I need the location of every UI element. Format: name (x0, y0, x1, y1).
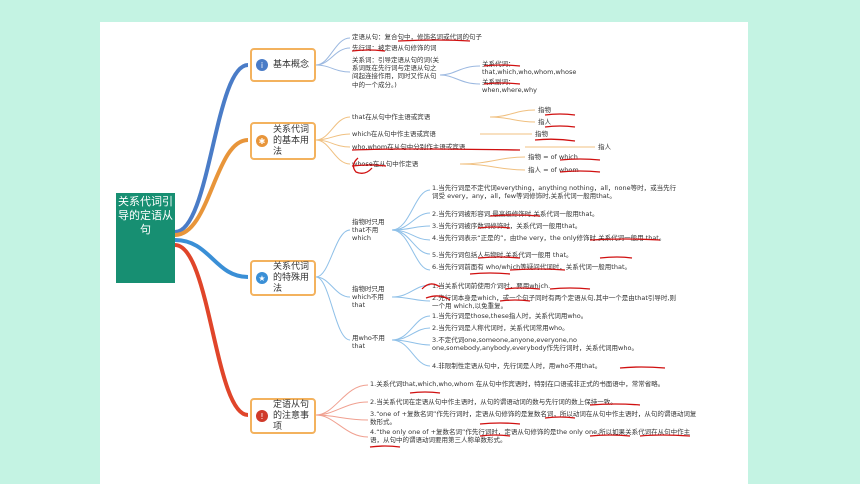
note-4: 4.“the only one of +复数名词”作先行词时，定语从句修饰的是t… (370, 428, 691, 445)
concept-rel-adv: 关系副词：when,where,why (482, 78, 537, 95)
basic-line-4a: 指物 = of which (528, 153, 578, 161)
branch-line-concept (174, 63, 249, 234)
special-g2-item-1: 1.当关系代词前使用介词时，要用which. (432, 282, 551, 290)
basic-line-1a: 指物 (538, 106, 551, 114)
root-label: 关系代词引导的定语从句 (118, 195, 173, 236)
special-g1-item-1: 1.当先行词是不定代词everything，anything nothing，a… (432, 184, 677, 201)
branch-basic: ✱ 关系代词的基本用法 (250, 122, 316, 160)
branch-special: ★ 关系代词的特殊用法 (250, 260, 316, 296)
note-3: 3.“one of +复数名词”作先行词时，定语从句修饰的是复数名词，所以动词在… (370, 410, 697, 427)
basic-line-2a: 指物 (535, 130, 548, 138)
branch-concept-label: 基本概念 (273, 59, 310, 70)
info-icon: i (256, 59, 268, 71)
basic-line-3a: 指人 (598, 143, 611, 151)
alert-icon: ! (256, 410, 268, 422)
basic-line-4b: 指人 = of whom (528, 166, 579, 174)
gear-icon: ✱ (256, 135, 268, 147)
special-g3-item-1: 1.当先行词是those,these指人时，关系代词用who。 (432, 312, 588, 320)
special-g1-item-2: 2.当先行词被形容词,最高级修饰时,关系代词一般用that。 (432, 210, 599, 218)
special-g2-item-2: 2.先行词本身是which，或一个句子同时有两个定语从句,其中一个是由that引… (432, 294, 676, 311)
basic-line-2: which在从句中作主语或宾语 (352, 130, 436, 138)
star-icon: ★ (256, 272, 268, 284)
special-g1-item-5: 5.当先行词包括人与物时,关系代词一般用 that。 (432, 251, 573, 259)
special-g1-item-4: 4.当先行词表示“正是的”，由the very，the only修饰时,关系代词… (432, 234, 666, 242)
basic-line-1: that在从句中作主语或宾语 (352, 113, 431, 121)
branch-line-notes (174, 243, 249, 417)
concept-line-3: 关系词：引导定语从句的词(关系词既在先行词与定语从句之间起连接作用，同时又作从句… (352, 56, 440, 89)
special-g3-item-2: 2.当先行词是人称代词时，关系代词常用who。 (432, 324, 569, 332)
special-g3-item-4: 4.非限制性定语从句中，先行词是人时，用who不用that。 (432, 362, 602, 370)
concept-line-2: 先行词：被定语从句修饰的词 (352, 44, 437, 52)
branch-line-basic (174, 138, 249, 237)
basic-line-1b: 指人 (538, 118, 551, 126)
branch-notes-label: 定语从句的注意事项 (273, 399, 310, 432)
special-group-2: 指物时只用which不用that (352, 285, 385, 310)
branch-notes: ! 定语从句的注意事项 (250, 398, 316, 434)
basic-line-4: whose在从句中作定语 (352, 160, 419, 168)
special-g1-item-3: 3.当先行词被序数词修饰时，关系代词一般用that。 (432, 222, 582, 230)
special-group-3: 用who不用that (352, 334, 385, 351)
concept-rel-pron: 关系代词：that,which,who,whom,whose (482, 60, 577, 77)
special-g3-item-3: 3.不定代词one,someone,anyone,everyone,no one… (432, 336, 638, 353)
root-topic: 关系代词引导的定语从句 (116, 193, 175, 283)
basic-line-3: who,whom在从句中分别作主语或宾语 (352, 143, 466, 151)
branch-special-label: 关系代词的特殊用法 (273, 261, 310, 294)
concept-line-1: 定语从句：复合句中，修饰名词或代词的句子 (352, 33, 482, 41)
branch-basic-label: 关系代词的基本用法 (273, 124, 310, 157)
note-2: 2.当关系代词在定语从句中作主语时，从句的谓语动词的数与先行词的数上保持一致。 (370, 398, 617, 406)
branch-line-special (174, 238, 249, 279)
note-1: 1.关系代词that,which,who,whom 在从句中作宾语时，特别在口语… (370, 380, 665, 388)
special-g1-item-6: 6.当先行词前面有 who/which等疑问代词时，关系代词一般用that。 (432, 263, 632, 271)
branch-concept: i 基本概念 (250, 48, 316, 82)
special-group-1: 指物时只用that不用which (352, 218, 385, 243)
